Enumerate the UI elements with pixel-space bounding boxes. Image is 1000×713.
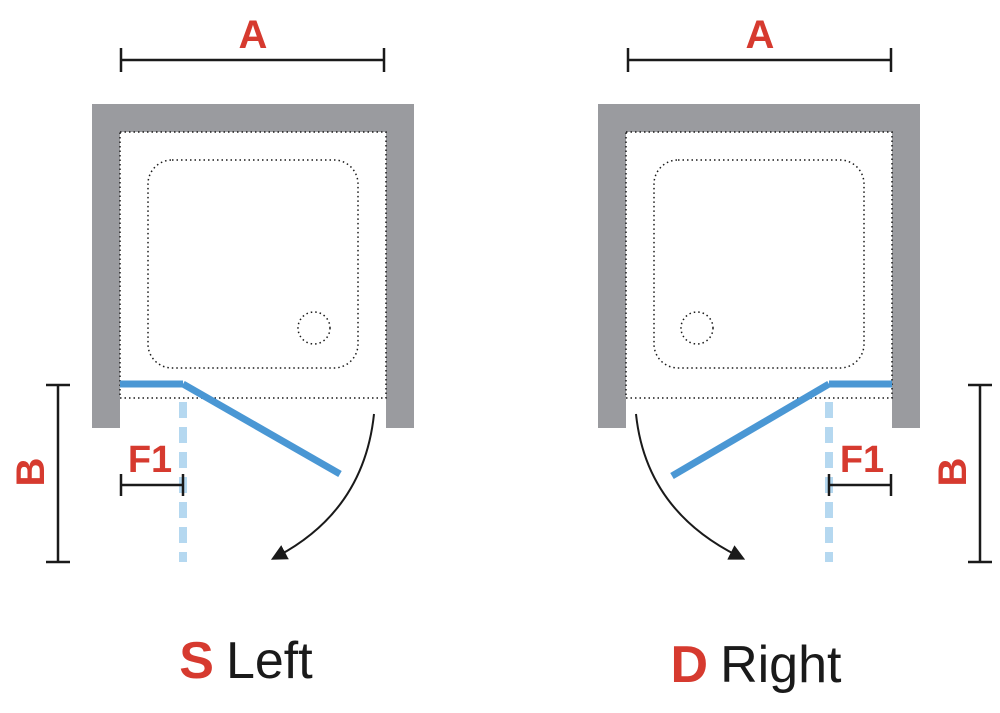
fixed-width-dimension-left: F1 xyxy=(119,439,185,496)
floor-area-outline-left xyxy=(119,131,387,399)
swing-door-panel-left xyxy=(181,380,342,478)
wall-enclosure-right xyxy=(598,104,920,428)
drain-icon-right xyxy=(680,311,714,345)
fixed-width-dimension-right: F1 xyxy=(827,439,893,496)
fixed-label-f1-right: F1 xyxy=(840,439,884,481)
variant-name-left: Left xyxy=(226,632,313,690)
shower-tray-left xyxy=(147,159,359,369)
width-dimension-right: A xyxy=(626,13,893,72)
drain-icon-left xyxy=(297,311,331,345)
variant-code-right: D xyxy=(671,636,709,694)
floor-area-outline-right xyxy=(625,131,893,399)
width-dimension-left: A xyxy=(119,13,386,72)
depth-dimension-left: B xyxy=(9,383,70,564)
variant-name-right: Right xyxy=(720,636,842,694)
variant-code-left: S xyxy=(179,632,214,690)
width-label-a-left: A xyxy=(239,13,268,57)
wall-enclosure-left xyxy=(92,104,414,428)
depth-label-b-right: B xyxy=(931,458,975,487)
swing-direction-arrow-right xyxy=(635,413,746,560)
shower-tray-right xyxy=(653,159,865,369)
swing-door-panel-right xyxy=(670,380,831,480)
swing-direction-arrow-left xyxy=(270,413,375,560)
width-label-a-right: A xyxy=(746,13,775,57)
depth-dimension-right: B xyxy=(931,383,992,564)
fixed-label-f1-left: F1 xyxy=(128,439,172,481)
depth-label-b-left: B xyxy=(9,458,53,487)
